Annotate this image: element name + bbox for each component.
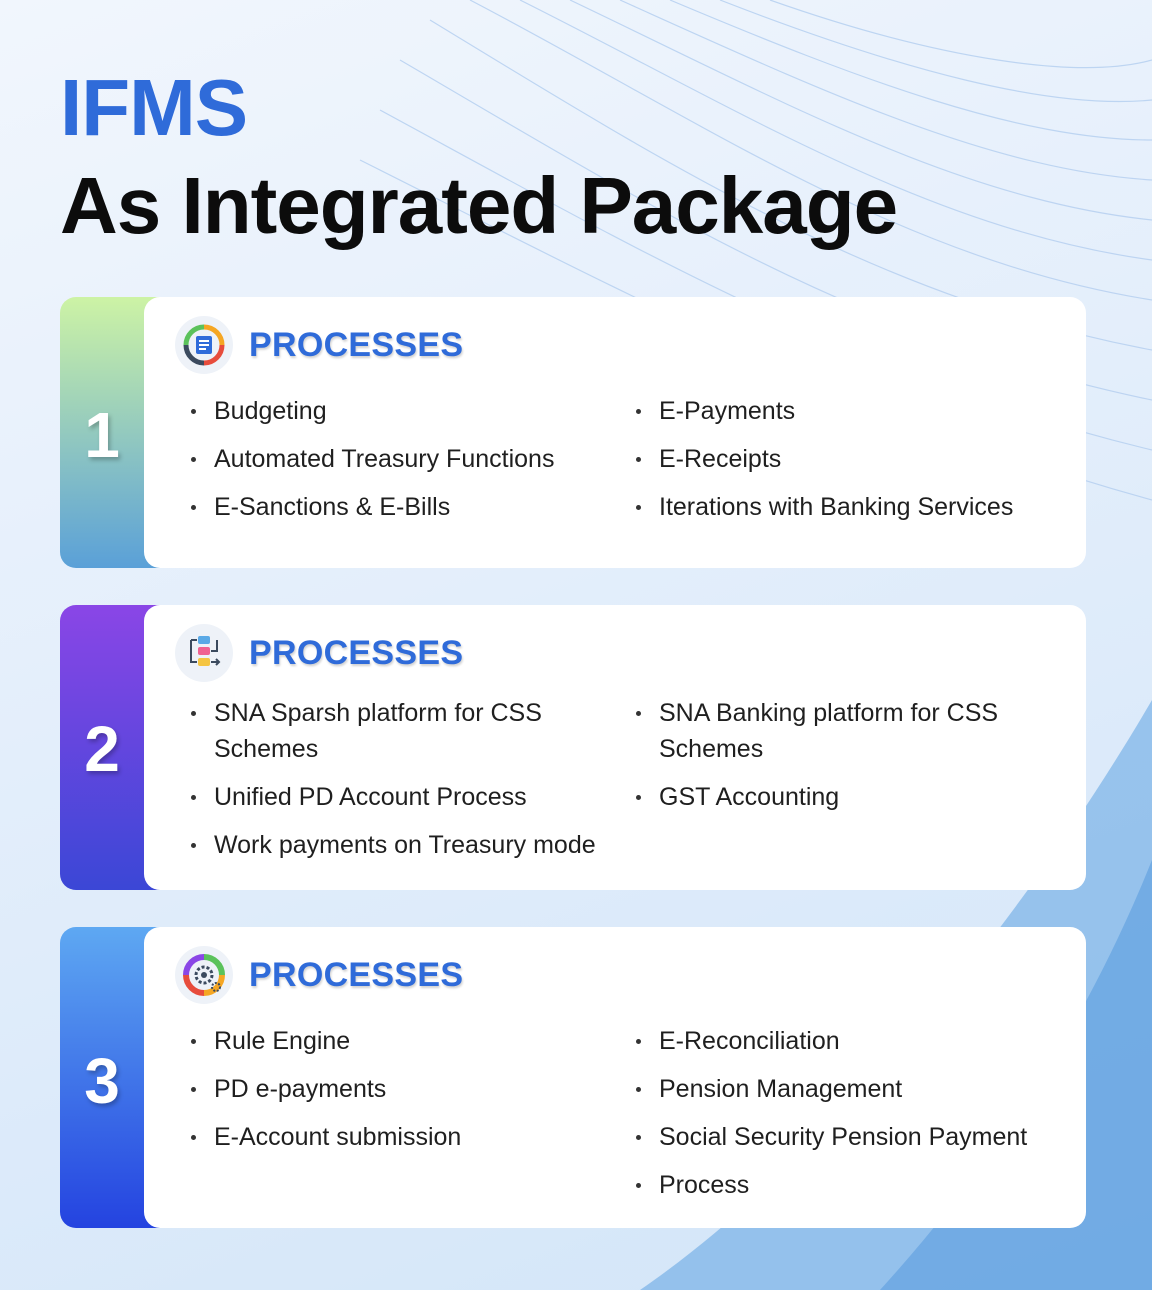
list-item: E-Reconciliation bbox=[633, 1023, 1073, 1059]
title-integrated-package: As Integrated Package bbox=[60, 161, 898, 250]
section-2-number-tab bbox=[60, 605, 160, 890]
section-2-heading: PROCESSES bbox=[249, 633, 464, 672]
section-1-right-list: E-Payments E-Receipts Iterations with Ba… bbox=[633, 393, 1073, 537]
workflow-icon bbox=[175, 624, 233, 682]
section-1-left-list: Budgeting Automated Treasury Functions E… bbox=[188, 393, 588, 537]
section-2-left-list: SNA Sparsh platform for CSS Schemes Unif… bbox=[188, 695, 608, 875]
list-item: Pension Management bbox=[633, 1071, 1073, 1107]
section-3-number: 3 bbox=[84, 1045, 120, 1117]
section-2-card: PROCESSES SNA Sparsh platform for CSS Sc… bbox=[144, 605, 1086, 890]
section-1-heading: PROCESSES bbox=[249, 325, 464, 364]
section-3-heading: PROCESSES bbox=[249, 955, 464, 994]
section-3-right-list: E-Reconciliation Pension Management Soci… bbox=[633, 1023, 1073, 1215]
list-item: Unified PD Account Process bbox=[188, 779, 608, 815]
list-item: E-Account submission bbox=[188, 1119, 608, 1155]
section-1-number: 1 bbox=[84, 399, 120, 471]
list-item: Rule Engine bbox=[188, 1023, 608, 1059]
section-2: 2 PROCESSES SNA Sparsh platform for CSS … bbox=[60, 605, 1086, 890]
section-1-number-tab bbox=[60, 297, 160, 568]
section-2-header: PROCESSES bbox=[175, 623, 463, 683]
section-2-number: 2 bbox=[84, 713, 120, 785]
list-item: E-Sanctions & E-Bills bbox=[188, 489, 588, 525]
section-1: 1 PROCESSES Budgeting Automated Treasury bbox=[60, 297, 1086, 568]
section-3-left-list: Rule Engine PD e-payments E-Account subm… bbox=[188, 1023, 608, 1167]
list-item: SNA Sparsh platform for CSS Schemes bbox=[188, 695, 608, 767]
title-ifms: IFMS bbox=[60, 63, 248, 152]
section-3-number-tab bbox=[60, 927, 160, 1228]
list-item: E-Receipts bbox=[633, 441, 1073, 477]
list-item: SNA Banking platform for CSS Schemes bbox=[633, 695, 1053, 767]
section-1-header: PROCESSES bbox=[175, 315, 463, 375]
list-item: Budgeting bbox=[188, 393, 588, 429]
section-3: 3 PROCESSES Rule Engine PD e-payments E-… bbox=[60, 927, 1086, 1228]
section-3-header: PROCESSES bbox=[175, 945, 463, 1005]
section-2-right-list: SNA Banking platform for CSS Schemes GST… bbox=[633, 695, 1053, 827]
section-1-card: PROCESSES Budgeting Automated Treasury F… bbox=[144, 297, 1086, 568]
list-item: Social Security Pension Payment bbox=[633, 1119, 1073, 1155]
list-item: Work payments on Treasury mode bbox=[188, 827, 608, 863]
section-3-card: PROCESSES Rule Engine PD e-payments E-Ac… bbox=[144, 927, 1086, 1228]
list-item: E-Payments bbox=[633, 393, 1073, 429]
list-item: Automated Treasury Functions bbox=[188, 441, 588, 477]
cycle-document-icon bbox=[175, 316, 233, 374]
list-item: PD e-payments bbox=[188, 1071, 608, 1107]
list-item: Iterations with Banking Services bbox=[633, 489, 1073, 525]
list-item: Process bbox=[633, 1167, 1073, 1203]
gears-icon bbox=[175, 946, 233, 1004]
list-item: GST Accounting bbox=[633, 779, 1053, 815]
